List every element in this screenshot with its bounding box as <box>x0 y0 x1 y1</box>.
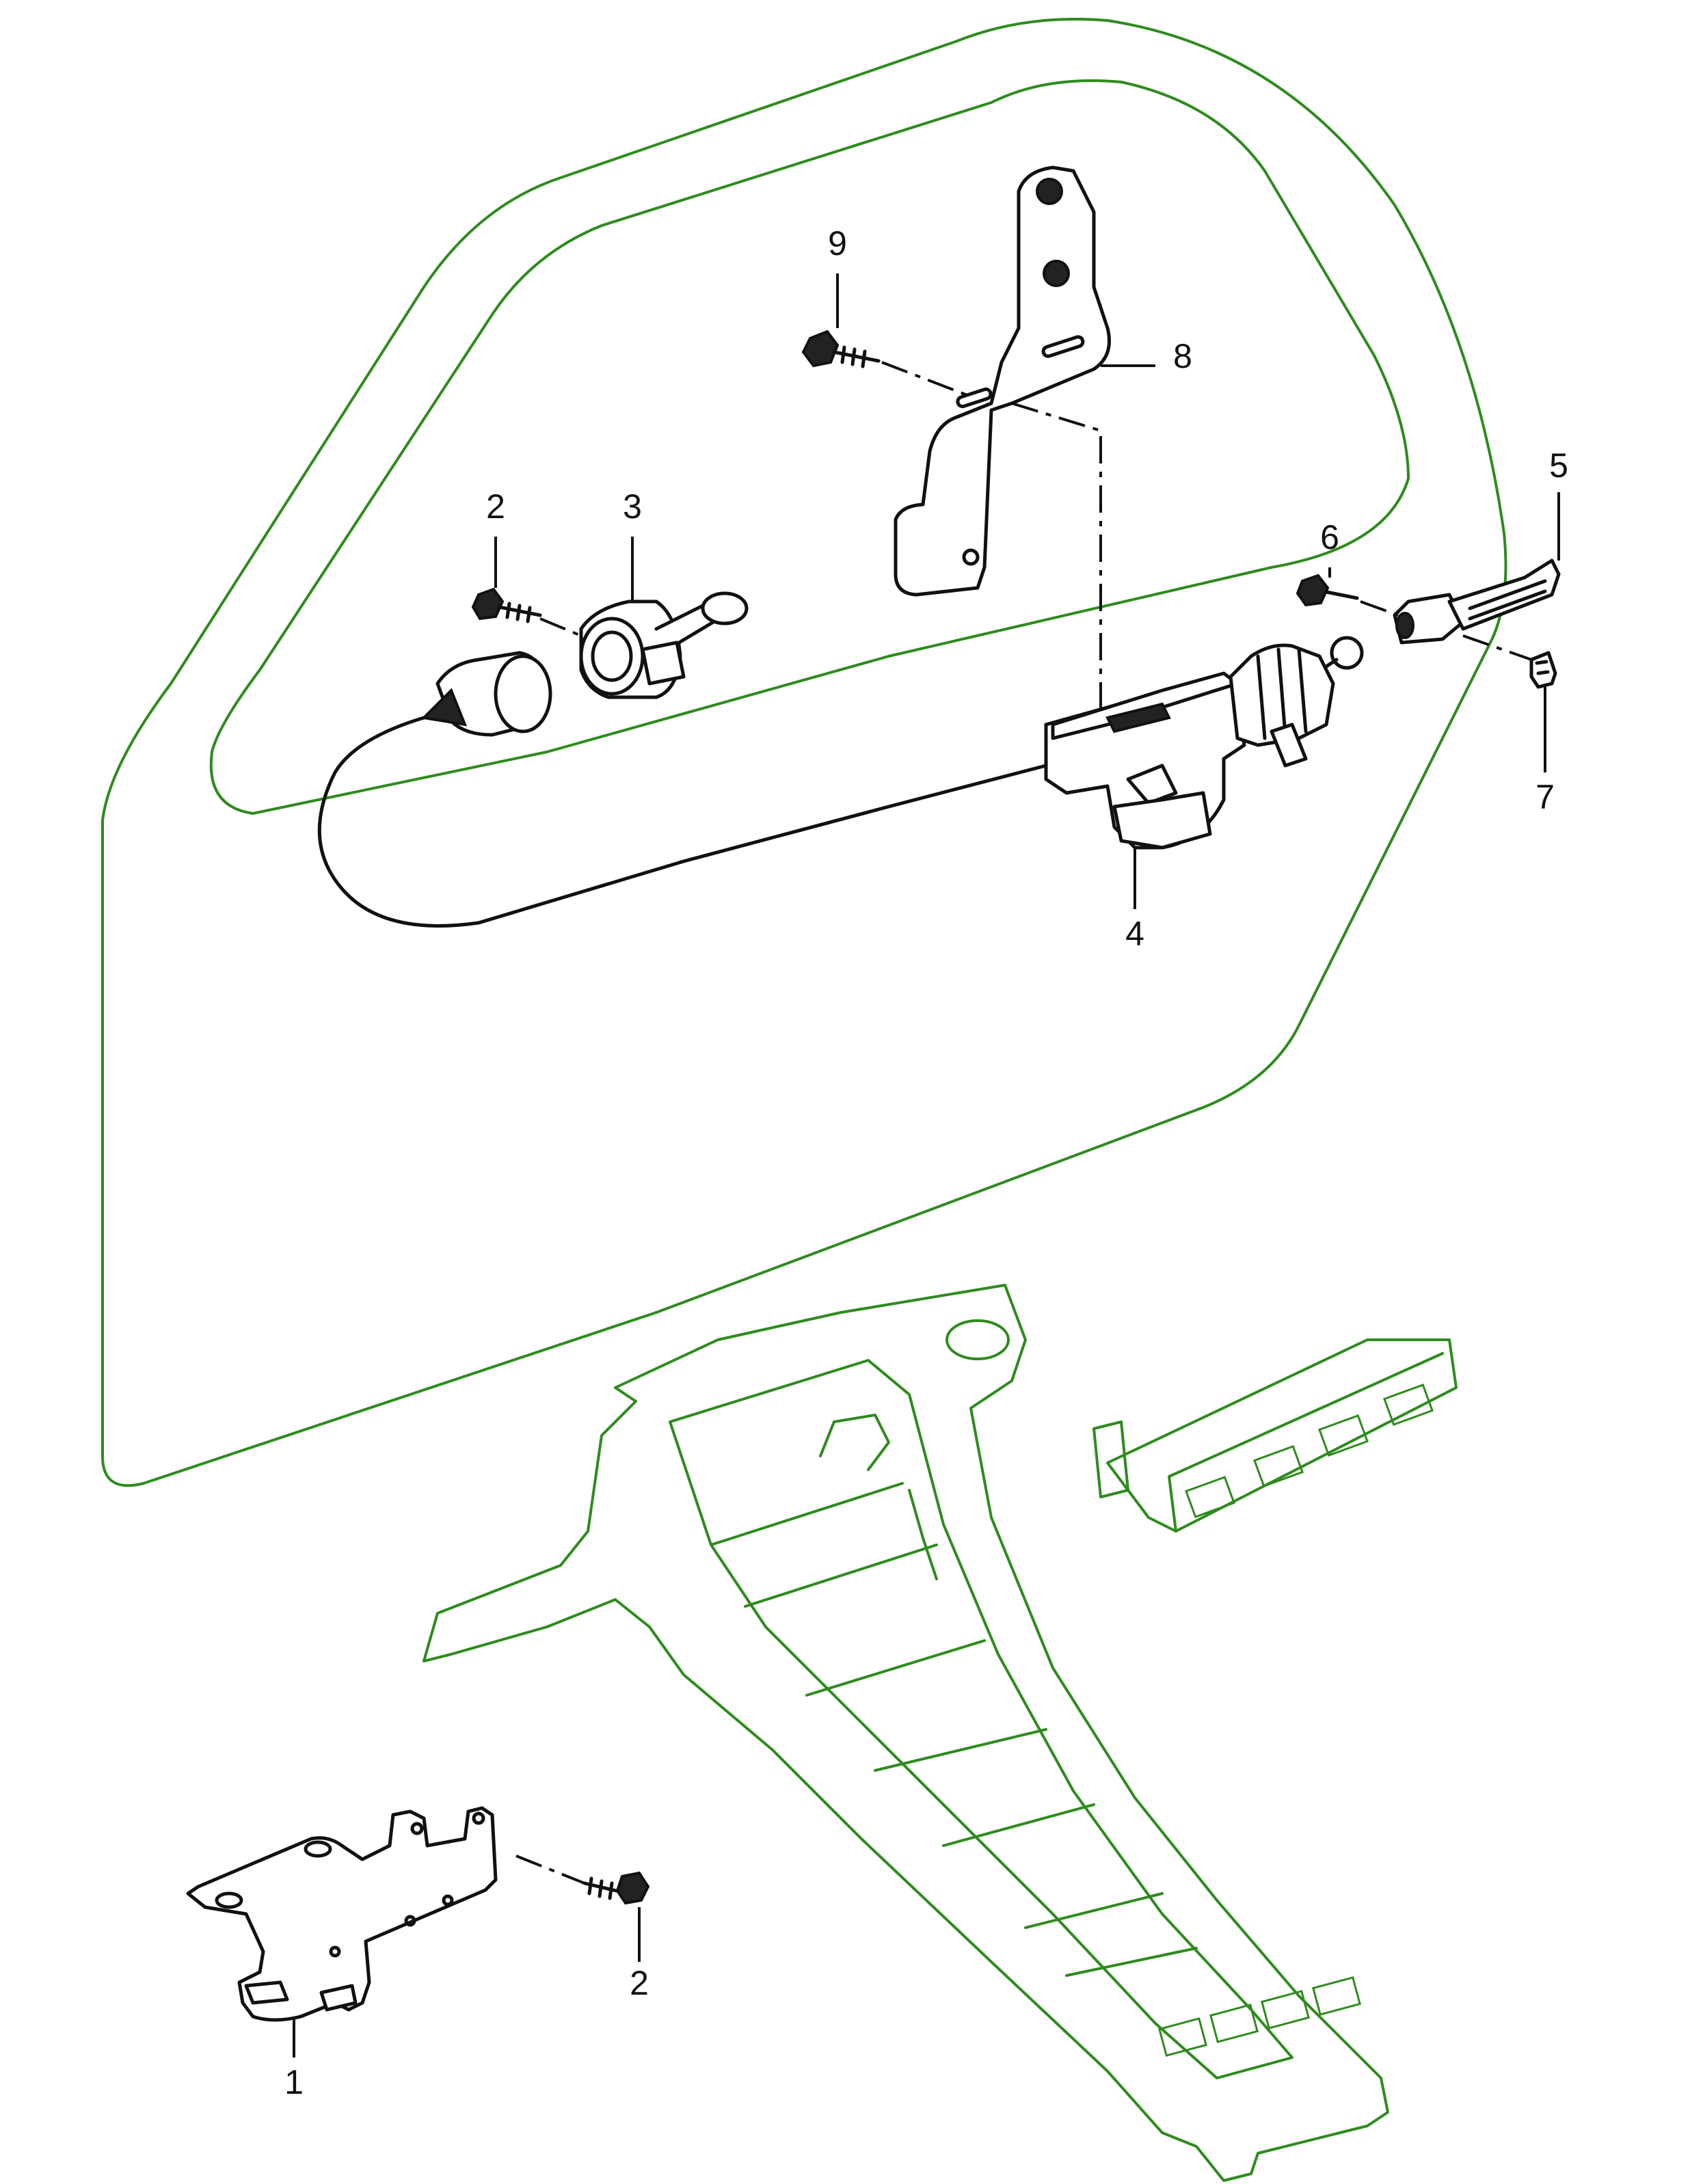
leader-lines <box>293 273 1560 2058</box>
callout-5: 5 <box>1549 446 1568 485</box>
callout-8: 8 <box>1173 337 1192 375</box>
callout-labels: 1 2 2 3 4 5 6 7 8 9 <box>284 224 1568 2101</box>
screw-9 <box>801 329 881 368</box>
callout-9: 9 <box>828 224 847 262</box>
floor-bracket <box>186 1806 498 2022</box>
door-lock-actuator <box>317 636 1364 928</box>
callout-6: 6 <box>1320 518 1339 556</box>
center-console-context <box>422 1284 1389 2182</box>
callout-4: 4 <box>1125 915 1144 953</box>
lock-cylinder <box>579 591 749 699</box>
door-outline-context <box>101 18 1507 1487</box>
switch-panel-context <box>1092 1338 1458 1533</box>
callout-3: 3 <box>623 487 642 526</box>
callout-7: 7 <box>1535 778 1555 816</box>
callout-1: 1 <box>284 2063 304 2101</box>
clip-7 <box>1529 651 1557 689</box>
screw-2-upper <box>471 587 542 623</box>
screw-6 <box>1296 574 1359 607</box>
lever-rod <box>1393 558 1561 645</box>
mounting-bracket <box>894 165 1111 597</box>
callout-2-lower: 2 <box>630 1964 649 2002</box>
screw-2-lower <box>582 1871 650 1905</box>
callout-2-upper: 2 <box>486 487 505 526</box>
